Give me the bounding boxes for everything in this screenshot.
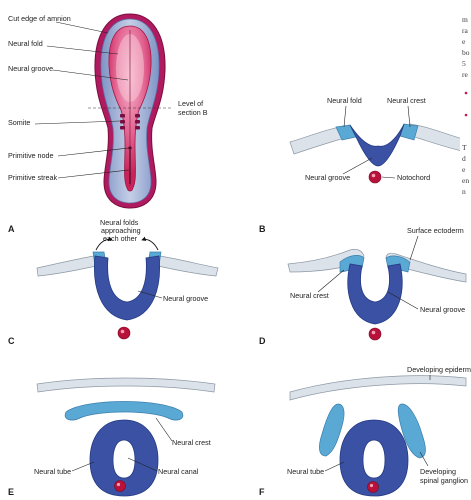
panel-letter-a: A [8, 224, 15, 234]
label-surface-ectoderm: Surface ectoderm [407, 226, 464, 235]
notochord-d [368, 327, 382, 341]
somites [120, 114, 140, 130]
edge-text-4: bo [462, 48, 470, 57]
label-neural-canal-e: Neural canal [158, 467, 199, 476]
label-neural-groove-d: Neural groove [420, 305, 465, 314]
label-section-b: section B [178, 108, 208, 117]
label-somite: Somite [8, 118, 30, 127]
label-neural-folds-approaching-2: approaching [101, 226, 141, 235]
label-developing-f: Developing [420, 467, 456, 476]
edge-text-3: e [462, 37, 466, 46]
label-notochord-b: Notochord [397, 173, 430, 182]
label-neural-fold-b: Neural fold [327, 96, 362, 105]
spinal-ganglion-f-right [397, 403, 426, 459]
ectoderm-c-right [157, 255, 219, 277]
notochord-f [367, 481, 379, 493]
panel-letter-e: E [8, 487, 14, 497]
panel-letter-d: D [259, 336, 266, 346]
label-neural-groove-c: Neural groove [163, 294, 208, 303]
ectoderm-c-left [36, 255, 97, 277]
neural-tube-e [89, 419, 159, 497]
epidermis-f [289, 375, 467, 401]
label-neural-tube-e: Neural tube [34, 467, 71, 476]
epidermis-e [36, 377, 216, 393]
label-developing-epidermis: Developing epidermis [407, 365, 471, 374]
neural-crest-e [64, 401, 184, 421]
notochord-c [117, 326, 131, 340]
label-neural-folds-approaching-1: Neural folds [100, 218, 139, 227]
edge-text-2: ra [462, 26, 468, 35]
notochord-e [114, 480, 126, 492]
edge-text-8: d [462, 154, 466, 163]
neural-fold-d [347, 263, 403, 325]
edge-text-9: e [462, 165, 466, 174]
panel-letter-c: C [8, 336, 15, 346]
spinal-ganglion-f-left [319, 403, 345, 457]
panel-f: Developing epidermis Neural tube Develop… [259, 365, 471, 497]
label-primitive-streak: Primitive streak [8, 173, 58, 182]
panel-e: Neural crest Neural tube Neural canal E [8, 377, 216, 497]
primitive-node-dot [128, 146, 132, 150]
label-neural-crest-d: Neural crest [290, 291, 329, 300]
edge-text-11: n [462, 187, 466, 196]
label-neural-groove-a: Neural groove [8, 64, 53, 73]
panel-c: Neural folds approaching each other Neur… [8, 218, 219, 346]
label-spinal-ganglion-f: spinal ganglion [420, 476, 468, 485]
edge-text-1: m [462, 15, 468, 24]
facing-page-edge: m ra e bo 5 re T d e en n [460, 0, 471, 200]
neural-tube-f [339, 419, 409, 497]
label-neural-crest-e: Neural crest [172, 438, 211, 447]
label-neural-crest-b: Neural crest [387, 96, 426, 105]
label-neural-tube-f: Neural tube [287, 467, 324, 476]
edge-text-7: T [462, 143, 467, 152]
edge-bullet-1 [464, 91, 468, 95]
label-neural-fold-a: Neural fold [8, 39, 43, 48]
edge-text-10: en [462, 176, 469, 185]
panel-a: Cut edge of amnion Neural fold Neural gr… [8, 13, 208, 234]
edge-text-6: re [462, 70, 468, 79]
panel-b: Neural fold Neural crest Neural groove N… [259, 96, 467, 234]
panel-letter-f: F [259, 487, 265, 497]
notochord-b [368, 170, 382, 184]
label-neural-groove-b: Neural groove [305, 173, 350, 182]
panel-letter-b: B [259, 224, 266, 234]
label-level-of: Level of [178, 99, 203, 108]
label-cut-edge-of-amnion: Cut edge of amnion [8, 14, 71, 23]
neural-plate-c [94, 255, 160, 321]
label-neural-folds-approaching-3: each other [103, 234, 138, 243]
panel-d: Surface ectoderm Neural crest Neural gro… [259, 226, 467, 346]
label-primitive-node: Primitive node [8, 151, 54, 160]
edge-bullet-2 [464, 113, 468, 117]
edge-text-5: 5 [462, 59, 466, 68]
embryo-dorsal-view [88, 13, 172, 209]
neural-plate-b [349, 123, 405, 167]
